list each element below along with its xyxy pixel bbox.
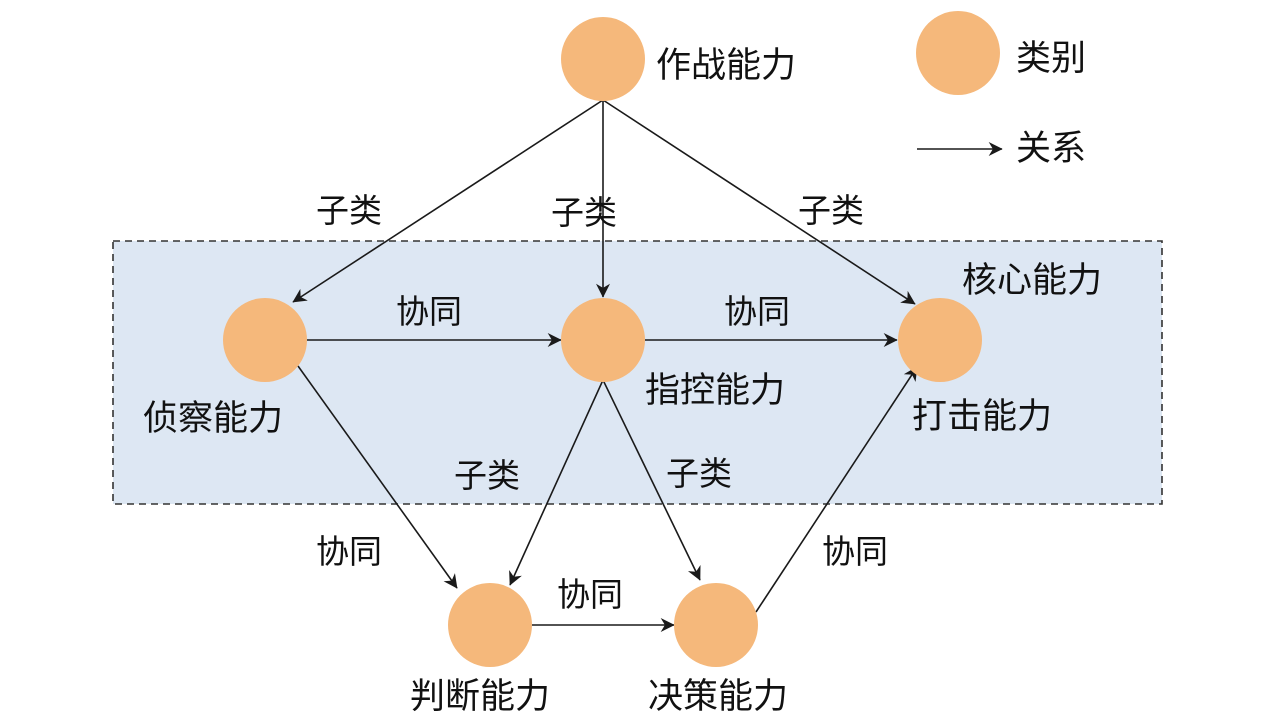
edge-recon-judge	[297, 365, 458, 589]
node-label-judge: 判断能力	[410, 677, 550, 717]
edge-label-command-judge: 子类	[454, 456, 520, 495]
nodes-layer	[223, 17, 982, 667]
legend-category-swatch	[916, 11, 1000, 95]
edge-labels-layer: 子类 子类 子类 协同 协同 子类 子类 协同 协同 协同	[316, 191, 888, 614]
edge-command-decide	[602, 379, 701, 581]
edge-label-command-decide: 子类	[666, 454, 732, 493]
edges-layer	[292, 99, 918, 632]
node-label-recon: 侦察能力	[143, 399, 283, 439]
edge-combat-recon	[292, 99, 604, 303]
node-label-strike: 打击能力	[912, 397, 1052, 437]
edge-label-judge-decide: 协同	[557, 575, 623, 614]
edge-decide-strike	[755, 366, 918, 613]
edge-label-recon-judge: 协同	[316, 532, 382, 571]
node-combat	[561, 17, 645, 101]
legend: 类别 关系	[916, 11, 1086, 169]
edge-label-decide-strike: 协同	[822, 532, 888, 571]
edge-label-combat-command: 子类	[551, 193, 617, 232]
node-decide	[674, 583, 758, 667]
edge-label-command-strike: 协同	[724, 292, 790, 331]
legend-relation-label: 关系	[1016, 129, 1086, 169]
edge-label-combat-recon: 子类	[316, 191, 382, 230]
node-recon	[223, 298, 307, 382]
edge-label-recon-command: 协同	[396, 292, 462, 331]
node-labels-layer: 作战能力 侦察能力 指控能力 打击能力 判断能力 决策能力	[143, 46, 1052, 717]
node-label-combat: 作战能力	[656, 46, 796, 86]
edge-combat-strike	[602, 99, 916, 305]
region-label: 核心能力	[962, 261, 1102, 301]
node-command	[561, 298, 645, 382]
edge-command-judge	[509, 379, 604, 586]
edge-label-combat-strike: 子类	[798, 191, 864, 230]
node-strike	[898, 298, 982, 382]
node-label-command: 指控能力	[645, 371, 785, 411]
node-label-decide: 决策能力	[648, 677, 788, 717]
node-judge	[448, 583, 532, 667]
legend-category-label: 类别	[1016, 39, 1086, 79]
